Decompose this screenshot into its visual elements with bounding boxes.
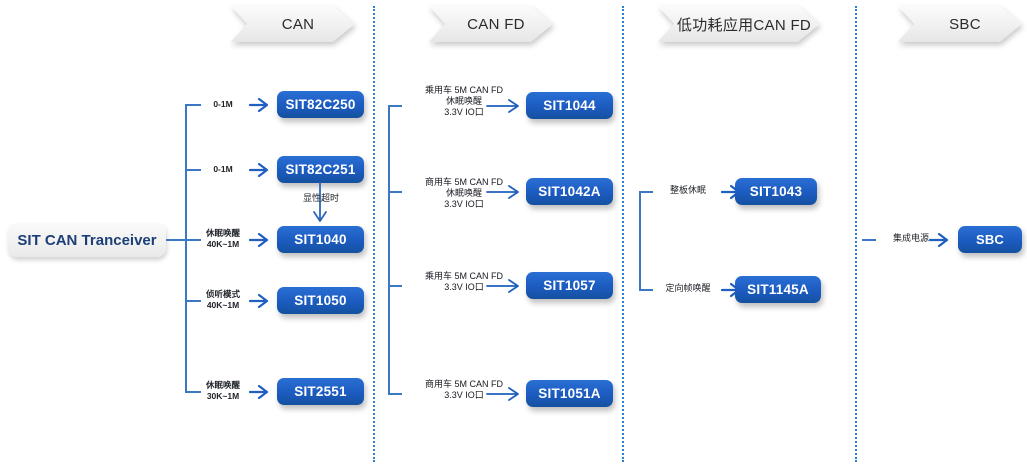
arrow-sit82c251 [248,162,269,178]
arrow-sit1057 [486,279,519,293]
header-can: CAN [231,6,355,42]
product-sit1044[interactable]: SIT1044 [526,92,613,119]
arrow-sit1044 [486,99,519,113]
arrow-sit1050 [248,293,269,309]
product-sit82c251[interactable]: SIT82C251 [277,156,364,183]
canfd-bracket-spine [388,105,390,393]
arrow-sit2551 [248,384,269,400]
lowpower-bracket-spine [639,191,641,289]
arrow-sit1051a [486,387,519,401]
header-sbc-label: SBC [898,6,1022,42]
can-bracket-spine [185,104,187,391]
header-lowpower-label: 低功耗应用CAN FD [658,6,820,42]
can-stub-4 [185,300,201,302]
product-sit1042a[interactable]: SIT1042A [526,178,613,205]
caption-sit1145a: 定向帧唤醒 [665,283,711,293]
product-sit2551[interactable]: SIT2551 [277,378,364,405]
caption-sit1043: 整板休眠 [669,185,706,195]
lowpower-stub-1 [639,191,653,193]
canfd-stub-1 [388,105,402,107]
header-can-label: CAN [231,6,355,42]
lowpower-stub-2 [639,289,653,291]
divider-canfd-lowpower [622,6,624,462]
header-canfd-label: CAN FD [429,6,553,42]
product-sit1145a[interactable]: SIT1145A [735,276,821,303]
sbc-stub [862,239,876,241]
header-canfd: CAN FD [429,6,553,42]
product-sbc[interactable]: SBC [958,226,1022,253]
caption-sit82c251: 0-1M [213,164,233,174]
canfd-stub-4 [388,393,402,395]
caption-sit1040: 休眠唤醒 40K~1M [205,228,240,249]
can-stub-1 [185,104,201,106]
can-stub-2 [185,169,201,171]
divider-lowpower-sbc [855,6,857,462]
caption-sit1057: 乘用车 5M CAN FD 3.3V IO口 [424,271,503,292]
caption-sit1050: 侦听模式 40K~1M [205,289,240,310]
product-sit1043[interactable]: SIT1043 [735,178,817,205]
caption-sit82c250: 0-1M [213,99,233,109]
caption-sit2551: 休眠唤醒 30K~1M [205,380,240,401]
arrow-sit1042a [486,185,519,199]
canfd-stub-3 [388,285,402,287]
product-sit1051a[interactable]: SIT1051A [526,380,613,407]
root-connector [166,239,186,241]
caption-sbc: 集成电源 [892,233,929,243]
product-sit1057[interactable]: SIT1057 [526,272,613,299]
can-stub-3 [185,239,201,241]
caption-sit1044: 乘用车 5M CAN FD 休眠唤醒 3.3V IO口 [424,85,503,117]
caption-sit1042a: 商用车 5M CAN FD 休眠唤醒 3.3V IO口 [424,177,503,209]
arrow-sbc [928,232,949,248]
caption-sit1051a: 商用车 5M CAN FD 3.3V IO口 [424,379,503,400]
header-sbc: SBC [898,6,1022,42]
product-sit1050[interactable]: SIT1050 [277,287,364,314]
product-sit1040[interactable]: SIT1040 [277,226,364,253]
header-lowpower: 低功耗应用CAN FD [658,6,820,42]
arrow-sit1040 [248,232,269,248]
inner-link-dominant-timeout [313,182,327,222]
canfd-stub-2 [388,191,402,193]
product-sit82c250[interactable]: SIT82C250 [277,91,364,118]
arrow-sit82c250 [248,97,269,113]
can-stub-5 [185,391,201,393]
root-node[interactable]: SIT CAN Tranceiver [8,223,166,257]
label-dominant-timeout: 显性超时 [302,193,339,203]
divider-can-canfd [373,6,375,462]
